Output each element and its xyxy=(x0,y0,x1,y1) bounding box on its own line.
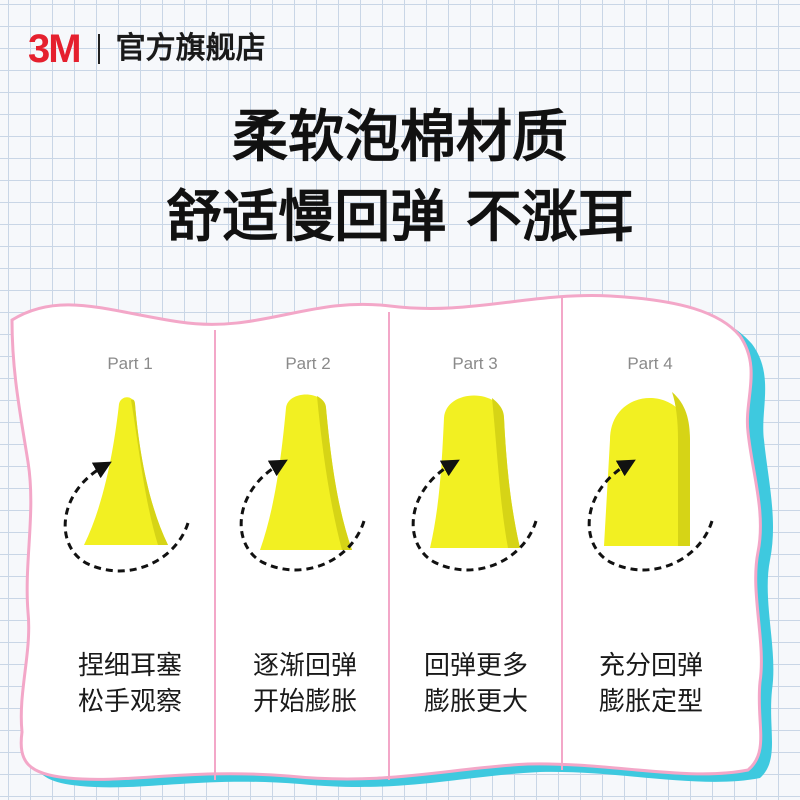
headline-line-2: 舒适慢回弹 不涨耳 xyxy=(166,185,634,250)
rotation-arrow-icon xyxy=(239,459,366,572)
caption-line: 回弹更多 xyxy=(423,651,528,681)
rotation-arrow-icon xyxy=(411,459,538,572)
brand-logo: 3M xyxy=(28,27,82,71)
panel-4-label: Part 4 xyxy=(627,354,673,373)
caption-line: 开始膨胀 xyxy=(252,687,357,717)
panel-3-caption: 回弹更多 膨胀更大 xyxy=(391,648,561,720)
panel-1-caption: 捏细耳塞 松手观察 xyxy=(45,648,215,720)
expanding-earplug-icon xyxy=(239,394,366,572)
full-earplug-icon xyxy=(587,392,714,572)
compressed-earplug-icon xyxy=(63,397,190,573)
caption-line: 膨胀定型 xyxy=(598,687,703,717)
rotation-arrow-icon xyxy=(587,459,714,572)
caption-line: 膨胀更大 xyxy=(423,687,528,717)
panel-2-label: Part 2 xyxy=(285,354,331,373)
panel-4-caption: 充分回弹 膨胀定型 xyxy=(566,648,736,720)
panel-dividers xyxy=(214,298,563,780)
rotation-arrow-icon xyxy=(63,461,190,573)
caption-line: 逐渐回弹 xyxy=(252,651,357,681)
headline-line-1: 柔软泡棉材质 xyxy=(232,105,568,170)
panel-1-label: Part 1 xyxy=(107,354,153,373)
expanded-earplug-icon xyxy=(411,395,538,572)
panel-3-label: Part 3 xyxy=(452,354,498,373)
brand-divider xyxy=(97,34,100,64)
caption-line: 捏细耳塞 xyxy=(77,651,182,681)
caption-line: 松手观察 xyxy=(77,687,182,717)
brand-header: 3M 官方旗舰店 xyxy=(28,26,266,72)
caption-line: 充分回弹 xyxy=(598,651,703,681)
panel-2-caption: 逐渐回弹 开始膨胀 xyxy=(220,648,390,720)
card-body xyxy=(10,294,763,781)
store-name: 官方旗舰店 xyxy=(115,31,266,66)
